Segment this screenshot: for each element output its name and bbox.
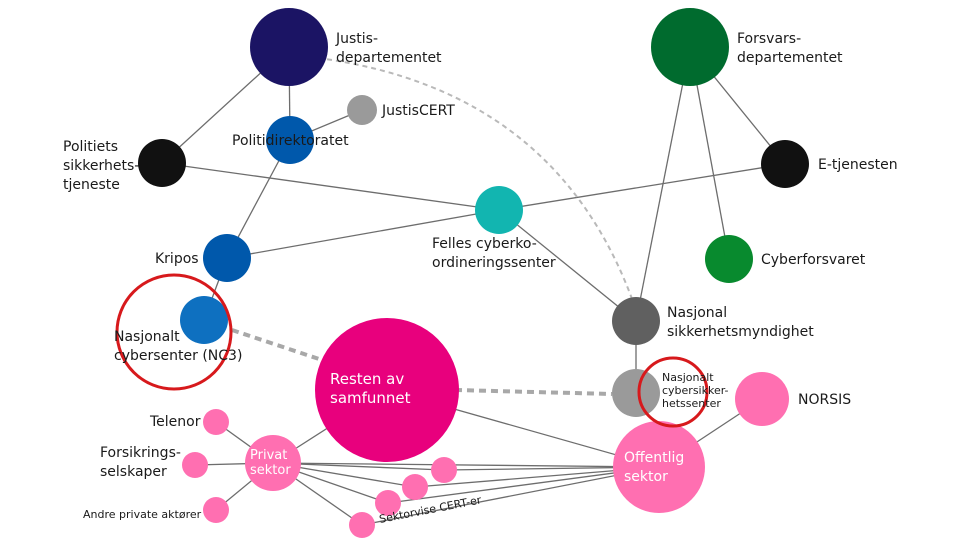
node-cert-2[interactable]: [402, 474, 428, 500]
node-privat[interactable]: [245, 435, 301, 491]
node-justiscert[interactable]: [347, 95, 377, 125]
labels: Justis- departementet Forsvars- departem…: [63, 31, 898, 526]
node-nc3[interactable]: [180, 296, 228, 344]
label-pst: Politiets sikkerhets- tjeneste: [63, 139, 144, 193]
edge-privat-cert1: [272, 462, 445, 471]
label-ncsc: Nasjonalt cybersikker- hetssenter: [662, 371, 732, 410]
label-nsm: Nasjonal sikkerhetsmyndighet: [667, 305, 814, 340]
node-telenor[interactable]: [203, 409, 229, 435]
label-justisdepartementet: Justis- departementet: [335, 31, 442, 66]
highlight-ring-ncsc: [637, 356, 709, 428]
node-e-tjenesten[interactable]: [761, 140, 809, 188]
label-andre: Andre private aktører: [83, 508, 202, 521]
edge-offentlig-privat: [272, 462, 660, 468]
edge-forsvar-nsm: [635, 46, 691, 322]
label-felles: Felles cyberko- ordineringssenter: [432, 236, 556, 271]
edge-felles-nsm: [498, 209, 637, 322]
node-felles[interactable]: [475, 186, 523, 234]
node-andre[interactable]: [203, 497, 229, 523]
label-nc3: Nasjonalt cybersenter (NC3): [114, 329, 242, 364]
node-politidirektoratet[interactable]: [266, 116, 314, 164]
edge-kripos-felles: [226, 209, 500, 259]
edge-nc3-resten-dashed: [231, 328, 323, 362]
node-pst[interactable]: [138, 139, 186, 187]
node-forsikring[interactable]: [182, 452, 208, 478]
label-forsikring: Forsikrings- selskaper: [100, 445, 185, 480]
node-justisdepartementet[interactable]: [250, 8, 328, 86]
node-nsm[interactable]: [612, 297, 660, 345]
label-resten: Resten av samfunnet: [330, 370, 411, 407]
label-offentlig: Offentlig sektor: [624, 450, 689, 485]
edge-resten-ncsc-dashed: [454, 388, 613, 396]
label-justiscert: JustisCERT: [381, 103, 455, 119]
label-kripos: Kripos: [155, 251, 199, 267]
label-telenor: Telenor: [149, 414, 201, 430]
node-cert-1[interactable]: [431, 457, 457, 483]
edge-pst-felles: [161, 162, 500, 211]
edge-justis-nsm-dashed: [317, 57, 637, 311]
label-cyberforsvaret: Cyberforsvaret: [761, 252, 866, 268]
label-norsis: NORSIS: [798, 392, 851, 408]
node-cert-4[interactable]: [349, 512, 375, 538]
node-kripos[interactable]: [203, 234, 251, 282]
nodes: [138, 8, 809, 538]
highlight-ring-nc3: [115, 273, 233, 391]
node-cert-3[interactable]: [375, 490, 401, 516]
node-norsis[interactable]: [735, 372, 789, 426]
label-privat: Privat sektor: [250, 448, 291, 478]
edge-offentlig-cert4: [361, 466, 660, 526]
node-offentlig[interactable]: [613, 421, 705, 513]
node-ncsc[interactable]: [612, 369, 660, 417]
node-resten[interactable]: [315, 318, 459, 462]
node-forsvarsdepartementet[interactable]: [651, 8, 729, 86]
label-forsvarsdepartementet: Forsvars- departementet: [737, 31, 843, 66]
node-cyberforsvaret[interactable]: [705, 235, 753, 283]
label-e-tjenesten: E-tjenesten: [818, 157, 898, 173]
label-politidirektoratet: Politidirektoratet: [232, 133, 349, 149]
edge-felles-etjenesten: [498, 163, 786, 211]
